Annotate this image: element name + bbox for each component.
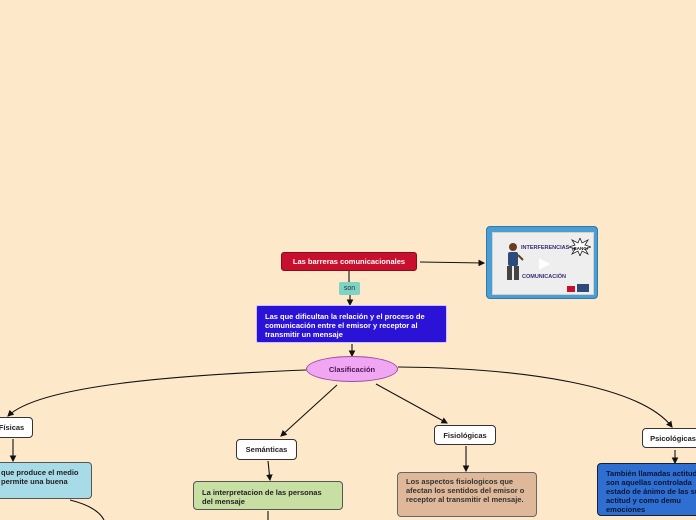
node-fisiologicas-desc[interactable]: Los aspectos fisiologicos que afectan lo…	[397, 472, 537, 517]
node-fisicas[interactable]: Físicas	[0, 417, 33, 438]
decoration-icon	[567, 284, 589, 292]
node-fisiologicas-desc-label: Los aspectos fisiologicos que afectan lo…	[406, 477, 525, 504]
connector-clasificacion-psicologicas	[397, 366, 673, 428]
node-fisicas-label: Físicas	[0, 423, 25, 432]
image-interferencias[interactable]: INTERFERENCIAS COMUNICACIÓN ¡BANG!	[486, 226, 598, 299]
node-fisicas-desc[interactable]: que produce el medio permite una buena	[0, 462, 92, 499]
connector-barreras-image	[419, 259, 486, 267]
node-fisiologicas[interactable]: Fisiológicas	[434, 425, 496, 445]
node-clasificacion[interactable]: Clasificación	[306, 356, 398, 382]
connector-clasificacion-fisiologicas	[375, 383, 448, 424]
burst-label: ¡BANG!	[572, 246, 589, 251]
image-inner: INTERFERENCIAS COMUNICACIÓN ¡BANG!	[492, 232, 594, 295]
node-psicologicas[interactable]: Psicológicas	[642, 428, 696, 448]
connector-semanticas-desc	[266, 460, 273, 482]
node-definicion[interactable]: Las que dificultan la relación y el proc…	[256, 305, 447, 343]
image-title: INTERFERENCIAS	[521, 245, 570, 251]
node-semanticas[interactable]: Semánticas	[236, 439, 297, 460]
node-semanticas-desc-label: La interpretacion de las personas del me…	[202, 488, 322, 506]
node-barreras-comunicacionales[interactable]: Las barreras comunicacionales	[281, 252, 417, 271]
burst-icon	[569, 238, 591, 256]
node-semanticas-desc[interactable]: La interpretacion de las personas del me…	[193, 481, 343, 510]
node-definicion-label: Las que dificultan la relación y el proc…	[265, 312, 425, 339]
node-psicologicas-desc-label: También llamadas actitud son aquellas co…	[606, 469, 696, 514]
node-fisiologicas-label: Fisiológicas	[443, 430, 487, 440]
node-semanticas-label: Semánticas	[245, 445, 288, 454]
image-subtitle: COMUNICACIÓN	[522, 274, 566, 280]
person-figure-icon	[507, 243, 524, 280]
node-fisicas-desc-label: que produce el medio permite una buena	[1, 468, 79, 486]
connector-clasificacion-fisicas	[7, 369, 307, 417]
node-clasificacion-label: Clasificación	[328, 364, 376, 374]
link-label-son[interactable]: son	[339, 282, 360, 295]
connector-fisicas-desc-out	[69, 499, 105, 520]
play-icon	[539, 258, 550, 270]
node-barreras-label: Las barreras comunicacionales	[292, 257, 406, 266]
node-psicologicas-label: Psicológicas	[650, 433, 696, 443]
connector-clasificacion-semanticas	[280, 384, 338, 437]
node-psicologicas-desc[interactable]: También llamadas actitud son aquellas co…	[597, 463, 696, 516]
link-son-label: son	[343, 285, 356, 292]
